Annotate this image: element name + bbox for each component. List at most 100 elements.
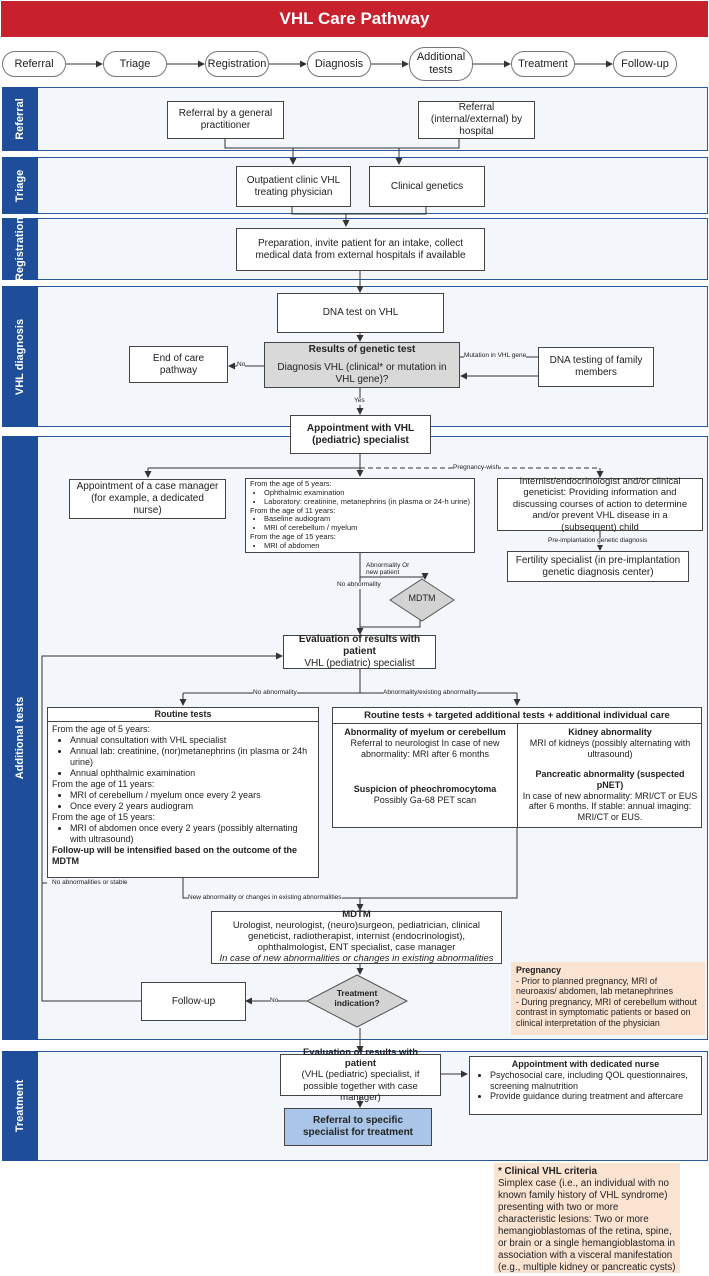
screening-h3: From the age of 15 years: [250,532,336,542]
section-label-additional-tests: Additional tests [2,436,38,1040]
routine-item: MRI of abdomen once every 2 years (possi… [70,823,314,845]
targeted-title: Routine tests + targeted additional test… [333,708,701,725]
screening-item: MRI of abdomen [264,541,470,551]
evaluation-box: Evaluation of results with patient VHL (… [283,634,436,669]
treatment-indication-label: Treatment indication? [334,988,380,1008]
kidney-title: Kidney abnormality [568,727,652,737]
nurse-box: Appointment with dedicated nurse Psychos… [469,1056,702,1115]
clinical-text: Simplex case (i.e., an individual with n… [498,1177,676,1273]
new-abn-label: New abnormality or changes in existing a… [188,894,342,902]
pregnancy-title: Pregnancy [516,965,561,975]
family-testing: DNA testing of family members [538,347,654,387]
pregnancy-wish-label: Pregnancy-wish [453,464,500,472]
results-title: Results of genetic test [308,344,416,355]
nurse-item: Provide guidance during treatment and af… [490,1091,695,1102]
screening-h2: From the age of 11 years: [250,505,336,515]
no-label-diagnosis: No [237,361,246,369]
fertility-box: Fertility specialist (in pre-implantatio… [507,551,689,582]
yes-label: Yes [354,397,365,405]
screening-h1: From the age of 5 years: [250,479,332,488]
no-abn-stable-label: No abnormalities or stable [52,879,128,887]
routine-item: Once every 2 years audiogram [70,801,314,812]
appointment-specialist: Appointment with VHL (pediatric) special… [290,415,431,454]
mdtm-box: MDTM Urologist, neurologist, (neuro)surg… [211,909,502,964]
treat-eval-sub: (VHL (pediatric) specialist, if possible… [301,1069,420,1104]
clinical-title: * Clinical VHL criteria [498,1166,597,1177]
branch-abn-label: Abnormality/existing abnormality [383,689,477,697]
treatment-indication-diamond [305,974,409,1028]
mutation-label: Mutation in VHL gene [464,352,527,360]
clinical-criteria-box: * Clinical VHL criteria Simplex case (i.… [494,1163,680,1273]
follow-up-box: Follow-up [141,982,246,1021]
pheo-title: Suspicion of pheochromocytoma [353,784,497,794]
screening-box: From the age of 5 years: Ophthalmic exam… [245,478,475,553]
step-registration: Registration [205,51,269,77]
screening-item: MRI of cerebellum / myelum [264,523,470,533]
section-referral [2,87,708,151]
targeted-tests-box: Routine tests + targeted additional test… [332,707,702,828]
no-abnormality-label: No abnormality [337,581,381,589]
section-label-referral: Referral [2,87,38,151]
routine-h3: From the age of 15 years: [52,811,156,822]
myelum-title: Abnormality of myelum or cerebellum [344,727,506,737]
evaluation-title: Evaluation of results with patient [298,634,421,657]
routine-h2: From the age of 11 years: [52,778,155,789]
results-text: Diagnosis VHL (clinical* or mutation in … [277,362,447,385]
section-label-registration: Registration [2,217,38,281]
nurse-title: Appointment with dedicated nurse [511,1059,660,1069]
results-genetic-test: Results of genetic test Diagnosis VHL (c… [264,342,460,388]
triage-outpatient: Outpatient clinic VHL treating physician [236,166,351,207]
pregnancy-line: - During pregnancy, MRI of cerebellum wi… [516,996,697,1028]
screening-item: Ophthalmic examination [264,488,470,498]
step-referral: Referral [2,51,66,77]
triage-genetics: Clinical genetics [369,166,485,207]
internist-box: Internist/endocrinologist and/or clinica… [497,476,703,533]
pancreas-text: In case of new abnormality: MRI/CT or EU… [522,790,698,823]
mdtm-diamond [389,578,455,622]
pheo-text: Possibly Ga-68 PET scan [373,794,477,805]
step-treatment: Treatment [511,51,575,77]
pre-implantation-label: Pre-implantation genetic diagnosis [548,537,648,545]
step-additional-tests: Additional tests [409,47,473,81]
section-label-diagnosis: VHL diagnosis [2,286,38,427]
mdtm-italic: In case of new abnormalities or changes … [219,952,494,964]
step-triage: Triage [103,51,167,77]
routine-tests-box: Routine tests From the age of 5 years: A… [47,707,319,878]
registration-box: Preparation, invite patient for an intak… [236,228,485,271]
mdtm-text: Urologist, neurologist, (neuro)surgeon, … [232,920,481,953]
dna-test: DNA test on VHL [277,293,444,333]
mdtm-title: MDTM [342,909,371,921]
pancreas-title: Pancreatic abnormality (suspected pNET) [535,769,685,790]
myelum-text: Referral to neurologist In case of new a… [350,737,500,759]
routine-h1: From the age of 5 years: [52,723,151,734]
routine-item: Annual lab: creatinine, (nor)metanephrin… [70,746,314,768]
end-of-care: End of care pathway [129,346,228,383]
screening-item: Laboratory: creatinine, metanephrins (in… [264,497,470,507]
nurse-item: Psychosocial care, including QOL questio… [490,1070,695,1092]
step-follow-up: Follow-up [613,51,677,77]
pregnancy-line: - Prior to planned pregnancy, MRI of neu… [516,975,673,997]
routine-item: MRI of cerebellum / myelum once every 2 … [70,790,314,801]
routine-item: Annual consultation with VHL specialist [70,735,314,746]
pregnancy-box: Pregnancy - Prior to planned pregnancy, … [511,962,705,1035]
branch-no-label: No abnormality [253,689,297,697]
no-label-treatment: No [270,997,279,1005]
treatment-evaluation-box: Evaluation of results with patient (VHL … [280,1047,441,1103]
abnormality-label: Abnormality Or new patient [366,562,414,576]
step-diagnosis: Diagnosis [307,51,371,77]
mdtm-small-label: MDTM [408,593,436,603]
treat-eval-title: Evaluation of results with patient [302,1046,419,1069]
section-label-triage: Triage [2,157,38,214]
referral-specialist-box: Referral to specific specialist for trea… [284,1108,432,1146]
routine-item: Annual ophthalmic examination [70,768,314,779]
screening-item: Baseline audiogram [264,515,470,524]
routine-footer: Follow-up will be intensified based on t… [52,844,298,866]
evaluation-sub: VHL (pediatric) specialist [304,658,415,669]
referral-gp: Referral by a general practitioner [167,101,284,139]
case-manager: Appointment of a case manager (for examp… [69,479,226,519]
section-label-treatment: Treatment [2,1051,38,1161]
referral-hospital: Referral (internal/external) by hospital [418,101,535,139]
kidney-text: MRI of kidneys (possibly alternating wit… [529,737,691,759]
routine-title: Routine tests [48,708,318,722]
